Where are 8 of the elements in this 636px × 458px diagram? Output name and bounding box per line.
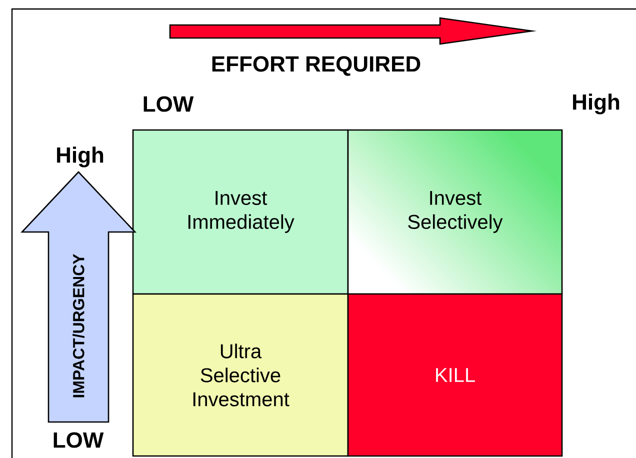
axis-label: High — [57, 146, 104, 168]
quadrant-box: Ultra Selective Investment — [132, 293, 349, 457]
axis-label: LOW — [144, 96, 194, 112]
axis-label: High — [573, 94, 620, 114]
axis-label: EFFORT REQUIRED — [212, 56, 420, 76]
quadrant-box: Invest Immediately — [132, 129, 349, 295]
axis-label: LOW — [54, 432, 104, 448]
quadrant-box: KILL — [347, 293, 563, 457]
